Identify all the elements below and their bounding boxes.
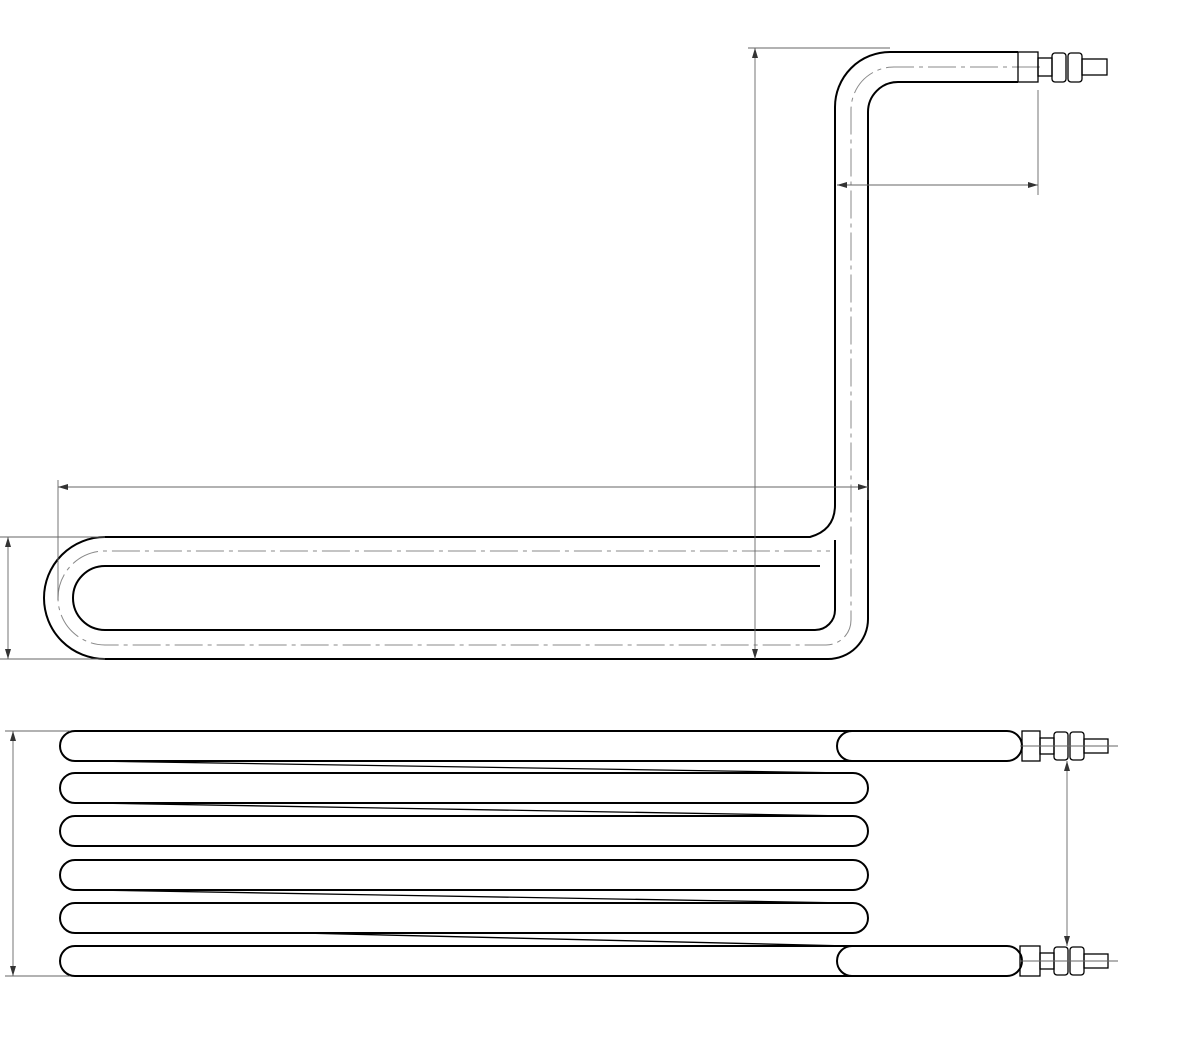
centerline xyxy=(57,66,1040,646)
tube-row-6 xyxy=(59,945,1023,977)
tube-row-4 xyxy=(59,859,869,891)
dimensions-top xyxy=(0,47,1039,660)
tube-row-2 xyxy=(59,772,869,804)
tube-row-5 xyxy=(59,902,869,934)
side-view xyxy=(5,730,1118,977)
tube-row-1 xyxy=(59,730,1023,762)
tube-inner-outline xyxy=(72,540,836,631)
tube-outer-outline xyxy=(43,51,1018,660)
dimensions-side xyxy=(5,730,1118,977)
tube-crossovers xyxy=(80,760,851,947)
top-view xyxy=(0,47,1108,660)
tube-row-3 xyxy=(59,815,869,847)
terminal-top xyxy=(1017,51,1108,83)
tube-end-bends xyxy=(836,730,868,977)
